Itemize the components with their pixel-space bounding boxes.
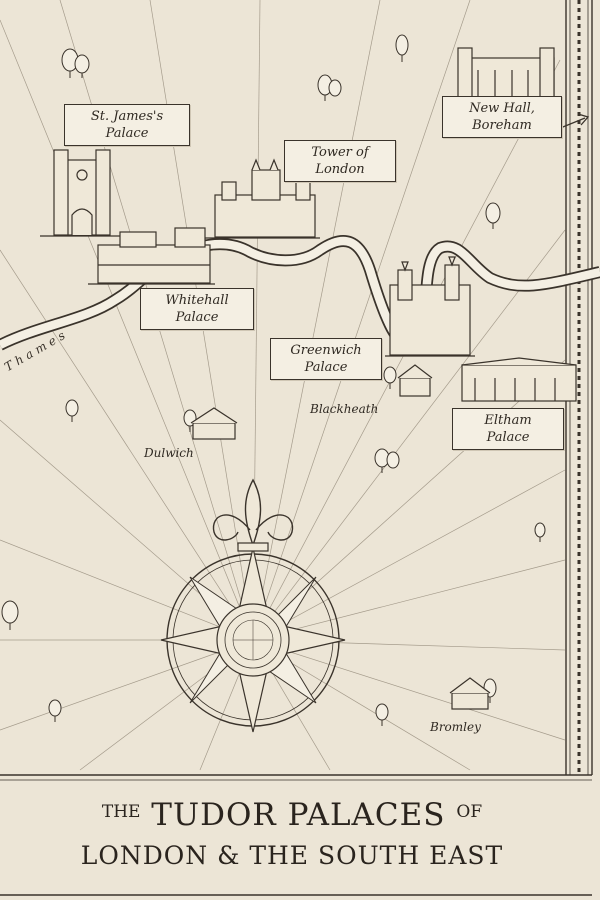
town-bromley: Bromley — [430, 720, 481, 734]
label-line: Tower of — [311, 145, 369, 160]
label-eltham-palace: Eltham Palace — [452, 408, 564, 450]
compass-rose — [160, 478, 346, 733]
label-line: Greenwich — [290, 343, 362, 358]
dulwich-building-drawing — [190, 407, 238, 440]
st-james-palace-drawing — [40, 149, 120, 237]
label-greenwich-palace: Greenwich Palace — [270, 338, 382, 380]
label-new-hall-boreham: New Hall, Boreham — [442, 96, 562, 138]
label-whitehall-palace: Whitehall Palace — [140, 288, 254, 330]
label-line: Boreham — [472, 118, 532, 133]
label-tower-of-london: Tower of London — [284, 140, 396, 182]
label-line: London — [315, 162, 365, 177]
river-thames — [0, 234, 600, 352]
title-main: TUDOR PALACES — [151, 797, 446, 833]
greenwich-palace-drawing — [385, 256, 475, 357]
title-line-1: THE TUDOR PALACES OF — [18, 797, 566, 833]
label-line: St. James's — [90, 109, 164, 124]
label-line: Whitehall — [165, 293, 229, 308]
map-title: THE TUDOR PALACES OF LONDON & THE SOUTH … — [18, 783, 566, 891]
title-of: OF — [456, 802, 483, 822]
whitehall-palace-drawing — [88, 227, 215, 285]
town-dulwich: Dulwich — [144, 446, 194, 460]
town-blackheath: Blackheath — [310, 402, 379, 416]
eltham-palace-drawing — [461, 357, 577, 402]
label-line: Eltham — [484, 413, 532, 428]
title-the: THE — [101, 802, 141, 822]
label-line: Palace — [105, 126, 149, 141]
title-line-2: LONDON & THE SOUTH EAST — [80, 841, 504, 870]
tower-of-london-drawing — [205, 158, 320, 239]
label-line: Palace — [486, 430, 530, 445]
label-line: Palace — [175, 310, 219, 325]
label-line: New Hall, — [469, 101, 535, 116]
palace-drawings — [40, 47, 577, 710]
bromley-building-drawing — [449, 677, 491, 710]
new-hall-drawing — [457, 47, 555, 99]
blackheath-building-drawing — [397, 364, 433, 397]
label-st-james-palace: St. James's Palace — [64, 104, 190, 146]
label-line: Palace — [304, 360, 348, 375]
